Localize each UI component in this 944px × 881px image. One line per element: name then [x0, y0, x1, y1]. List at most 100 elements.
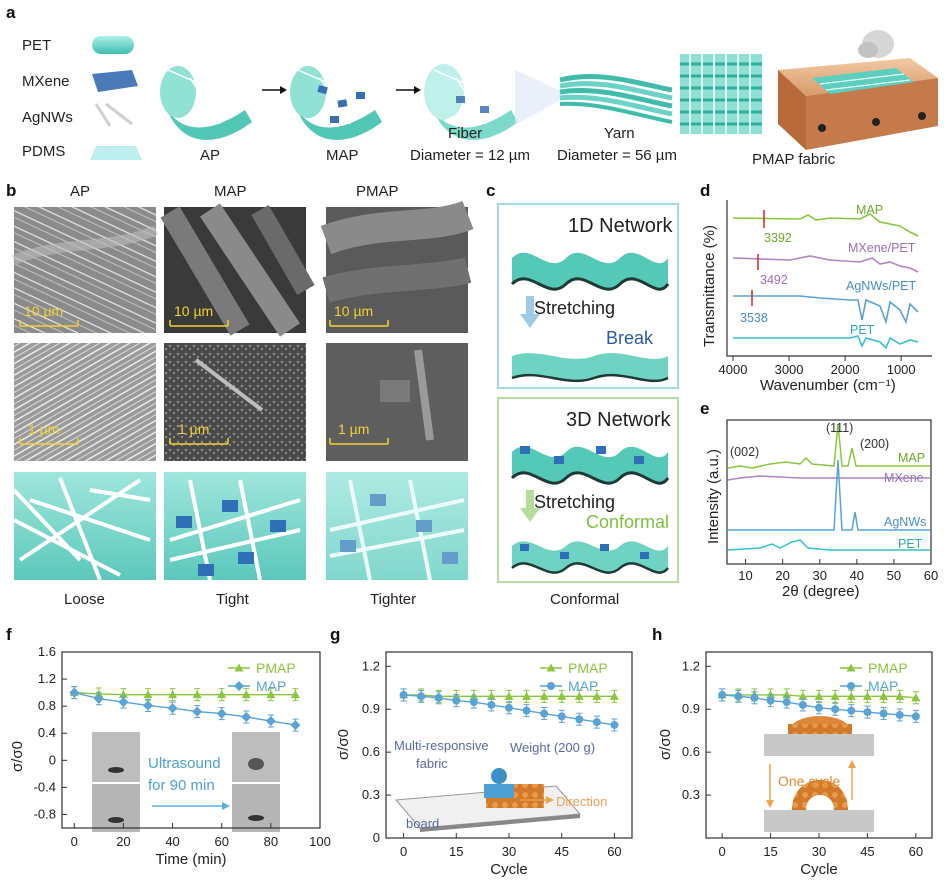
ftir-spectra	[732, 210, 919, 350]
panel-d-y-label: Transmittance (%)	[701, 225, 718, 347]
legend-marker	[234, 663, 244, 672]
data-point	[241, 690, 251, 699]
data-point	[167, 703, 178, 714]
x-tick-label: 100	[309, 834, 331, 849]
y-tick-label: 0.6	[682, 744, 700, 759]
data-point	[879, 709, 888, 718]
data-point	[863, 708, 872, 717]
stage-label-yarn: Yarn	[604, 125, 635, 142]
x-tick-label: 0	[71, 834, 78, 849]
peak-label: (200)	[860, 437, 889, 451]
x-tick-label: 50	[887, 568, 901, 583]
legend-label: MAP	[256, 678, 286, 694]
x-tick-label: 60	[214, 834, 228, 849]
axis-label-y: Transmittance (%)	[701, 225, 718, 347]
data-point	[452, 696, 461, 705]
y-tick-label: 0.3	[362, 787, 380, 802]
arrow-icon	[222, 802, 230, 810]
axis-line	[726, 200, 932, 357]
y-tick-label: 0.3	[682, 787, 700, 802]
fabric-mesh-illustration	[680, 54, 762, 134]
column-header-map: MAP	[214, 183, 247, 200]
down-arrow-icon	[766, 800, 774, 808]
x-tick-label: 30	[812, 568, 826, 583]
x-tick-label: 1000	[887, 362, 916, 377]
series-line-pet	[733, 335, 919, 350]
legend-pet: PET	[22, 36, 134, 54]
series-line-map	[74, 691, 296, 726]
data-point	[290, 720, 301, 731]
panel-letter-c: c	[486, 181, 495, 200]
inset-label: Direction	[556, 794, 607, 809]
arrow-icon	[262, 86, 287, 94]
axis-label-x: Wavenumber (cm⁻¹)	[760, 377, 896, 394]
data-point	[469, 698, 478, 707]
scale-bar-label: 10 µm	[334, 303, 373, 319]
scale-bar-label: 10 µm	[24, 303, 63, 319]
plot-frame	[726, 419, 932, 565]
legend-label-pdms: PDMS	[22, 143, 65, 160]
axis-label-x: Cycle	[490, 861, 528, 878]
data-point	[782, 698, 791, 707]
down-arrow-icon	[520, 296, 540, 328]
series-label-agnws: AgNWs	[884, 515, 926, 529]
data-point	[750, 693, 759, 702]
fixture-illustration	[764, 734, 874, 756]
legend-marker	[234, 681, 244, 691]
legend-marker	[546, 663, 556, 672]
map-fiber-illustration	[290, 66, 382, 140]
network-3d-conformal-illustration	[511, 541, 669, 574]
down-arrow-icon	[520, 490, 540, 522]
up-arrow-icon	[848, 760, 856, 768]
legend-label: PMAP	[868, 660, 908, 676]
data-point	[592, 691, 602, 700]
data-point	[879, 691, 889, 700]
data-point	[846, 691, 856, 700]
y-axis-label: σ/σ0	[9, 741, 26, 772]
stage-label-ap: AP	[200, 147, 220, 164]
peak-label: 3538	[740, 311, 768, 325]
series-label-mxene: MXene	[884, 471, 924, 485]
data-point	[417, 692, 426, 701]
x-tick-label: 4000	[719, 362, 748, 377]
legend-label-pet: PET	[22, 37, 51, 54]
network-3d-title: 3D Network	[566, 409, 671, 431]
series-line-map	[732, 213, 919, 237]
data-point	[895, 710, 904, 719]
x-tick-label: 60	[924, 568, 938, 583]
series-line-pmap	[74, 691, 296, 696]
panel-letter-b: b	[6, 181, 16, 200]
x-tick-label: 40	[165, 834, 179, 849]
data-point	[217, 690, 227, 699]
data-point	[522, 706, 531, 715]
data-point	[216, 708, 227, 719]
axis-label-y: Intensity (a.u.)	[705, 449, 722, 544]
yarn-illustration	[559, 74, 673, 124]
legend-marker	[846, 663, 856, 672]
x-tick-label: 0	[400, 844, 407, 859]
data-point	[557, 691, 567, 700]
data-point	[143, 700, 153, 711]
inset-label: Multi-responsive	[394, 738, 489, 753]
fiber-diameter-label: Diameter = 12 µm	[410, 147, 530, 164]
axis-label-x: Time (min)	[155, 851, 226, 868]
inset-label: One cycle	[778, 773, 840, 789]
inset-label: Ultrasound	[148, 755, 221, 772]
y-tick-label: 1.2	[362, 658, 380, 673]
weight-knob	[491, 768, 507, 784]
arrow-icon	[396, 86, 421, 94]
panel-letter-g: g	[330, 625, 340, 644]
data-point	[798, 691, 808, 700]
series-line-agnws	[728, 459, 930, 531]
legend-marker	[547, 682, 555, 690]
x-tick-label: 10	[738, 568, 752, 583]
data-point	[265, 716, 276, 727]
data-point	[847, 706, 856, 715]
network-3d-action: Stretching	[534, 492, 615, 512]
data-point	[895, 691, 905, 700]
legend-label-mxene: MXene	[22, 73, 70, 90]
fixture-illustration	[764, 810, 874, 832]
axis-label-y: σ/σ0	[657, 729, 674, 760]
